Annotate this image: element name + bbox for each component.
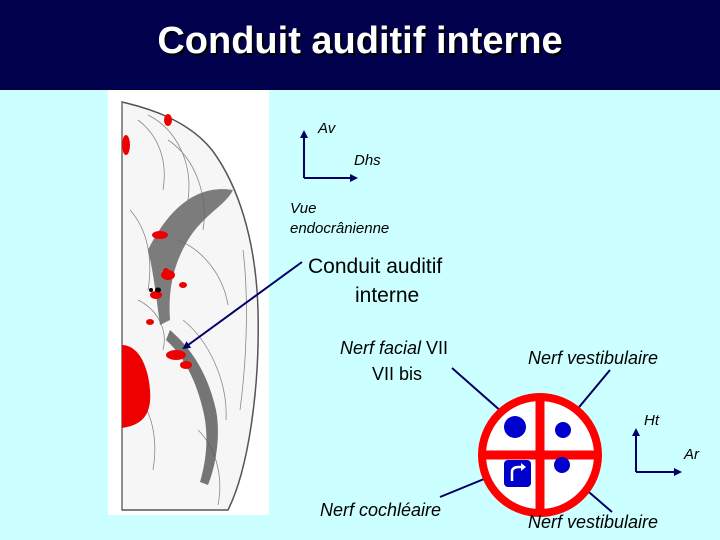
- axis-label-ht: Ht: [644, 412, 659, 429]
- cochlear-nerve-icon: [504, 460, 531, 487]
- anatomy-illustration: [108, 90, 269, 515]
- vestibular-superior-dot: [555, 422, 571, 438]
- cochlear-nerve-label: Nerf cochléaire: [320, 500, 442, 520]
- view-label-line2: endocrânienne: [290, 220, 390, 237]
- nerve-cross-section: [478, 393, 602, 517]
- facial-nerve-name: Nerf facial: [340, 338, 422, 358]
- title-bar: [0, 0, 720, 90]
- facial-nerve-dot: [504, 416, 526, 438]
- facial-nerve-label-line2: VII bis: [372, 364, 423, 384]
- facial-nerve-label: Nerf facial VII: [340, 338, 448, 359]
- canal-label-line1: Conduit auditif: [308, 255, 443, 278]
- skull-base-drawing: [121, 101, 259, 511]
- orientation-axes-bottom: [632, 428, 682, 476]
- facial-nerve-numeral: VII: [426, 338, 449, 358]
- vestibular-top-label: Nerf vestibulaire: [528, 348, 659, 368]
- canal-label-line2: interne: [355, 284, 420, 307]
- slide-title: Conduit auditif interne: [157, 20, 563, 62]
- vestibular-inferior-dot: [554, 457, 570, 473]
- axis-label-dhs: Dhs: [354, 152, 381, 169]
- view-label-line1: Vue: [290, 200, 317, 217]
- canal-pointer-arrow: [182, 261, 303, 350]
- axis-label-ar: Ar: [684, 446, 699, 463]
- vestibular-bottom-label: Nerf vestibulaire: [528, 512, 659, 532]
- orientation-axes-top: [300, 130, 358, 182]
- axis-label-av: Av: [318, 120, 336, 137]
